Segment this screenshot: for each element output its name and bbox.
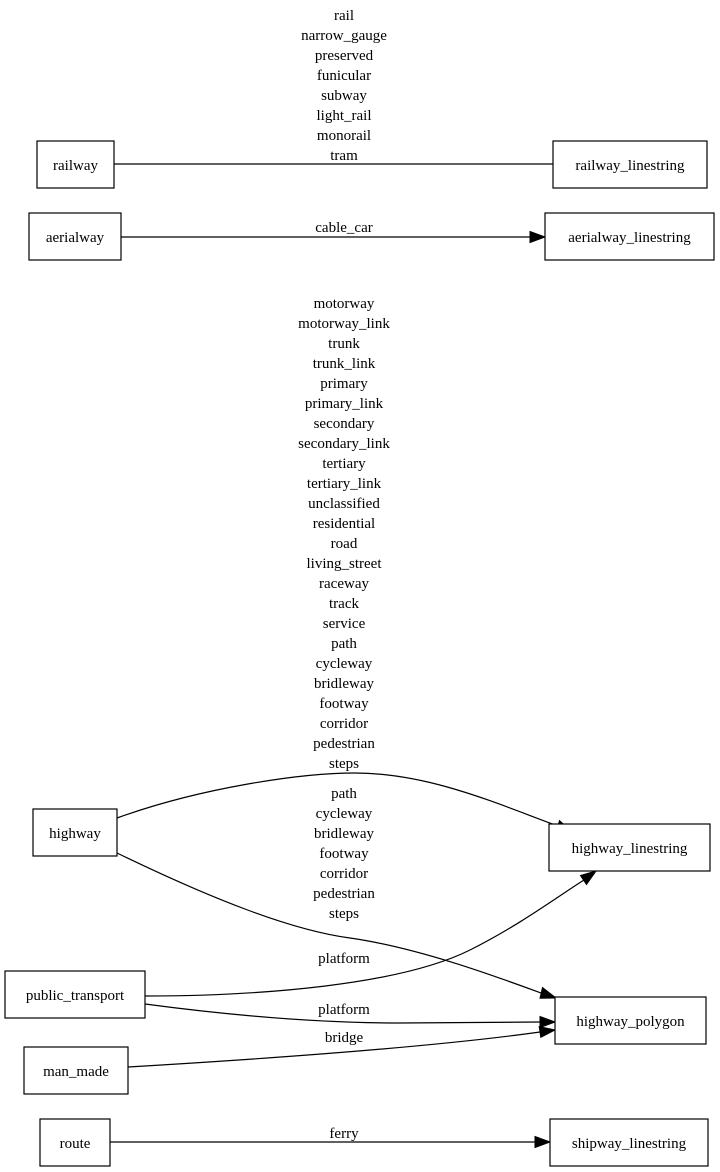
edge-label: footway	[319, 846, 369, 862]
node-railway-linestring: railway_linestring	[552, 140, 708, 189]
edge-label: monorail	[317, 128, 371, 144]
edge-label: funicular	[317, 68, 371, 84]
edge-label: corridor	[320, 716, 368, 732]
edge-label: road	[331, 536, 358, 552]
edge-label: trunk	[328, 336, 360, 352]
edge-label: primary	[320, 376, 368, 392]
node-aerialway-linestring: aerialway_linestring	[544, 212, 715, 261]
node-label: route	[60, 1136, 91, 1152]
node-shipway-linestring: shipway_linestring	[549, 1118, 709, 1167]
edge-label: track	[329, 596, 359, 612]
edge-label: cycleway	[316, 806, 373, 822]
node-label: railway	[53, 158, 98, 174]
node-label: aerialway_linestring	[568, 230, 691, 246]
edge-label: light_rail	[317, 108, 372, 124]
edge-label-group-highway-linestring: motorway motorway_link trunk trunk_link …	[298, 296, 390, 772]
edge-label: platform	[318, 951, 370, 967]
edge-label: corridor	[320, 866, 368, 882]
node-railway: railway	[36, 140, 115, 189]
node-label: aerialway	[46, 230, 105, 246]
edge-route-to-shipway-linestring	[110, 1135, 552, 1149]
node-label: man_made	[43, 1064, 109, 1080]
edge-label: bridge	[325, 1030, 364, 1046]
edge-label: raceway	[319, 576, 369, 592]
edge-label: path	[331, 636, 357, 652]
edge-label: path	[331, 786, 357, 802]
edge-label: trunk_link	[313, 356, 376, 372]
edge-label-group-aerialway: cable_car	[315, 220, 372, 236]
edge-label: motorway_link	[298, 316, 390, 332]
edge-label: service	[323, 616, 366, 632]
edge-label: bridleway	[314, 826, 374, 842]
edge-public-transport-to-highway-polygon	[144, 1003, 557, 1029]
edge-label-group-railway: rail narrow_gauge preserved funicular su…	[301, 8, 387, 164]
edge-label: platform	[318, 1002, 370, 1018]
edge-man-made-to-highway-polygon	[127, 1025, 557, 1068]
node-label: highway_linestring	[572, 841, 688, 857]
node-man-made: man_made	[23, 1046, 129, 1095]
node-label: shipway_linestring	[572, 1136, 687, 1152]
node-highway-polygon: highway_polygon	[554, 996, 707, 1045]
edge-label: secondary_link	[298, 436, 390, 452]
edge-label: rail	[334, 8, 354, 24]
edge-label: preserved	[315, 48, 374, 64]
edge-label: narrow_gauge	[301, 28, 387, 44]
edge-label: pedestrian	[313, 736, 375, 752]
node-label: highway	[49, 826, 101, 842]
node-route: route	[39, 1118, 111, 1167]
node-public-transport: public_transport	[4, 970, 146, 1019]
edge-label: tertiary_link	[307, 476, 382, 492]
node-label: railway_linestring	[575, 158, 685, 174]
edge-public-transport-to-highway-linestring	[144, 870, 598, 997]
edge-label: footway	[319, 696, 369, 712]
edge-aerialway-to-aerialway-linestring	[121, 230, 547, 244]
edge-highway-to-highway-linestring	[116, 772, 574, 833]
edge-label: subway	[321, 88, 367, 104]
node-aerialway: aerialway	[28, 212, 122, 261]
node-label: public_transport	[26, 988, 125, 1004]
edge-highway-to-highway-polygon	[116, 852, 558, 999]
edge-label: cable_car	[315, 220, 372, 236]
edge-label: pedestrian	[313, 886, 375, 902]
node-highway: highway	[32, 808, 118, 857]
edge-label: residential	[313, 516, 375, 532]
edge-label: motorway	[314, 296, 375, 312]
edge-label: steps	[329, 906, 359, 922]
edge-label: tertiary	[322, 456, 366, 472]
edge-label: tram	[330, 148, 358, 164]
edge-label: living_street	[307, 556, 383, 572]
edge-label: bridleway	[314, 676, 374, 692]
edge-label-group-highway-polygon: path cycleway bridleway footway corridor…	[313, 786, 375, 922]
node-label: highway_polygon	[576, 1014, 685, 1030]
edge-label: steps	[329, 756, 359, 772]
edge-label: cycleway	[316, 656, 373, 672]
node-highway-linestring: highway_linestring	[548, 823, 711, 872]
edge-label: secondary	[314, 416, 375, 432]
edge-label: ferry	[329, 1126, 359, 1142]
edge-label: unclassified	[308, 496, 380, 512]
edge-label: primary_link	[305, 396, 384, 412]
